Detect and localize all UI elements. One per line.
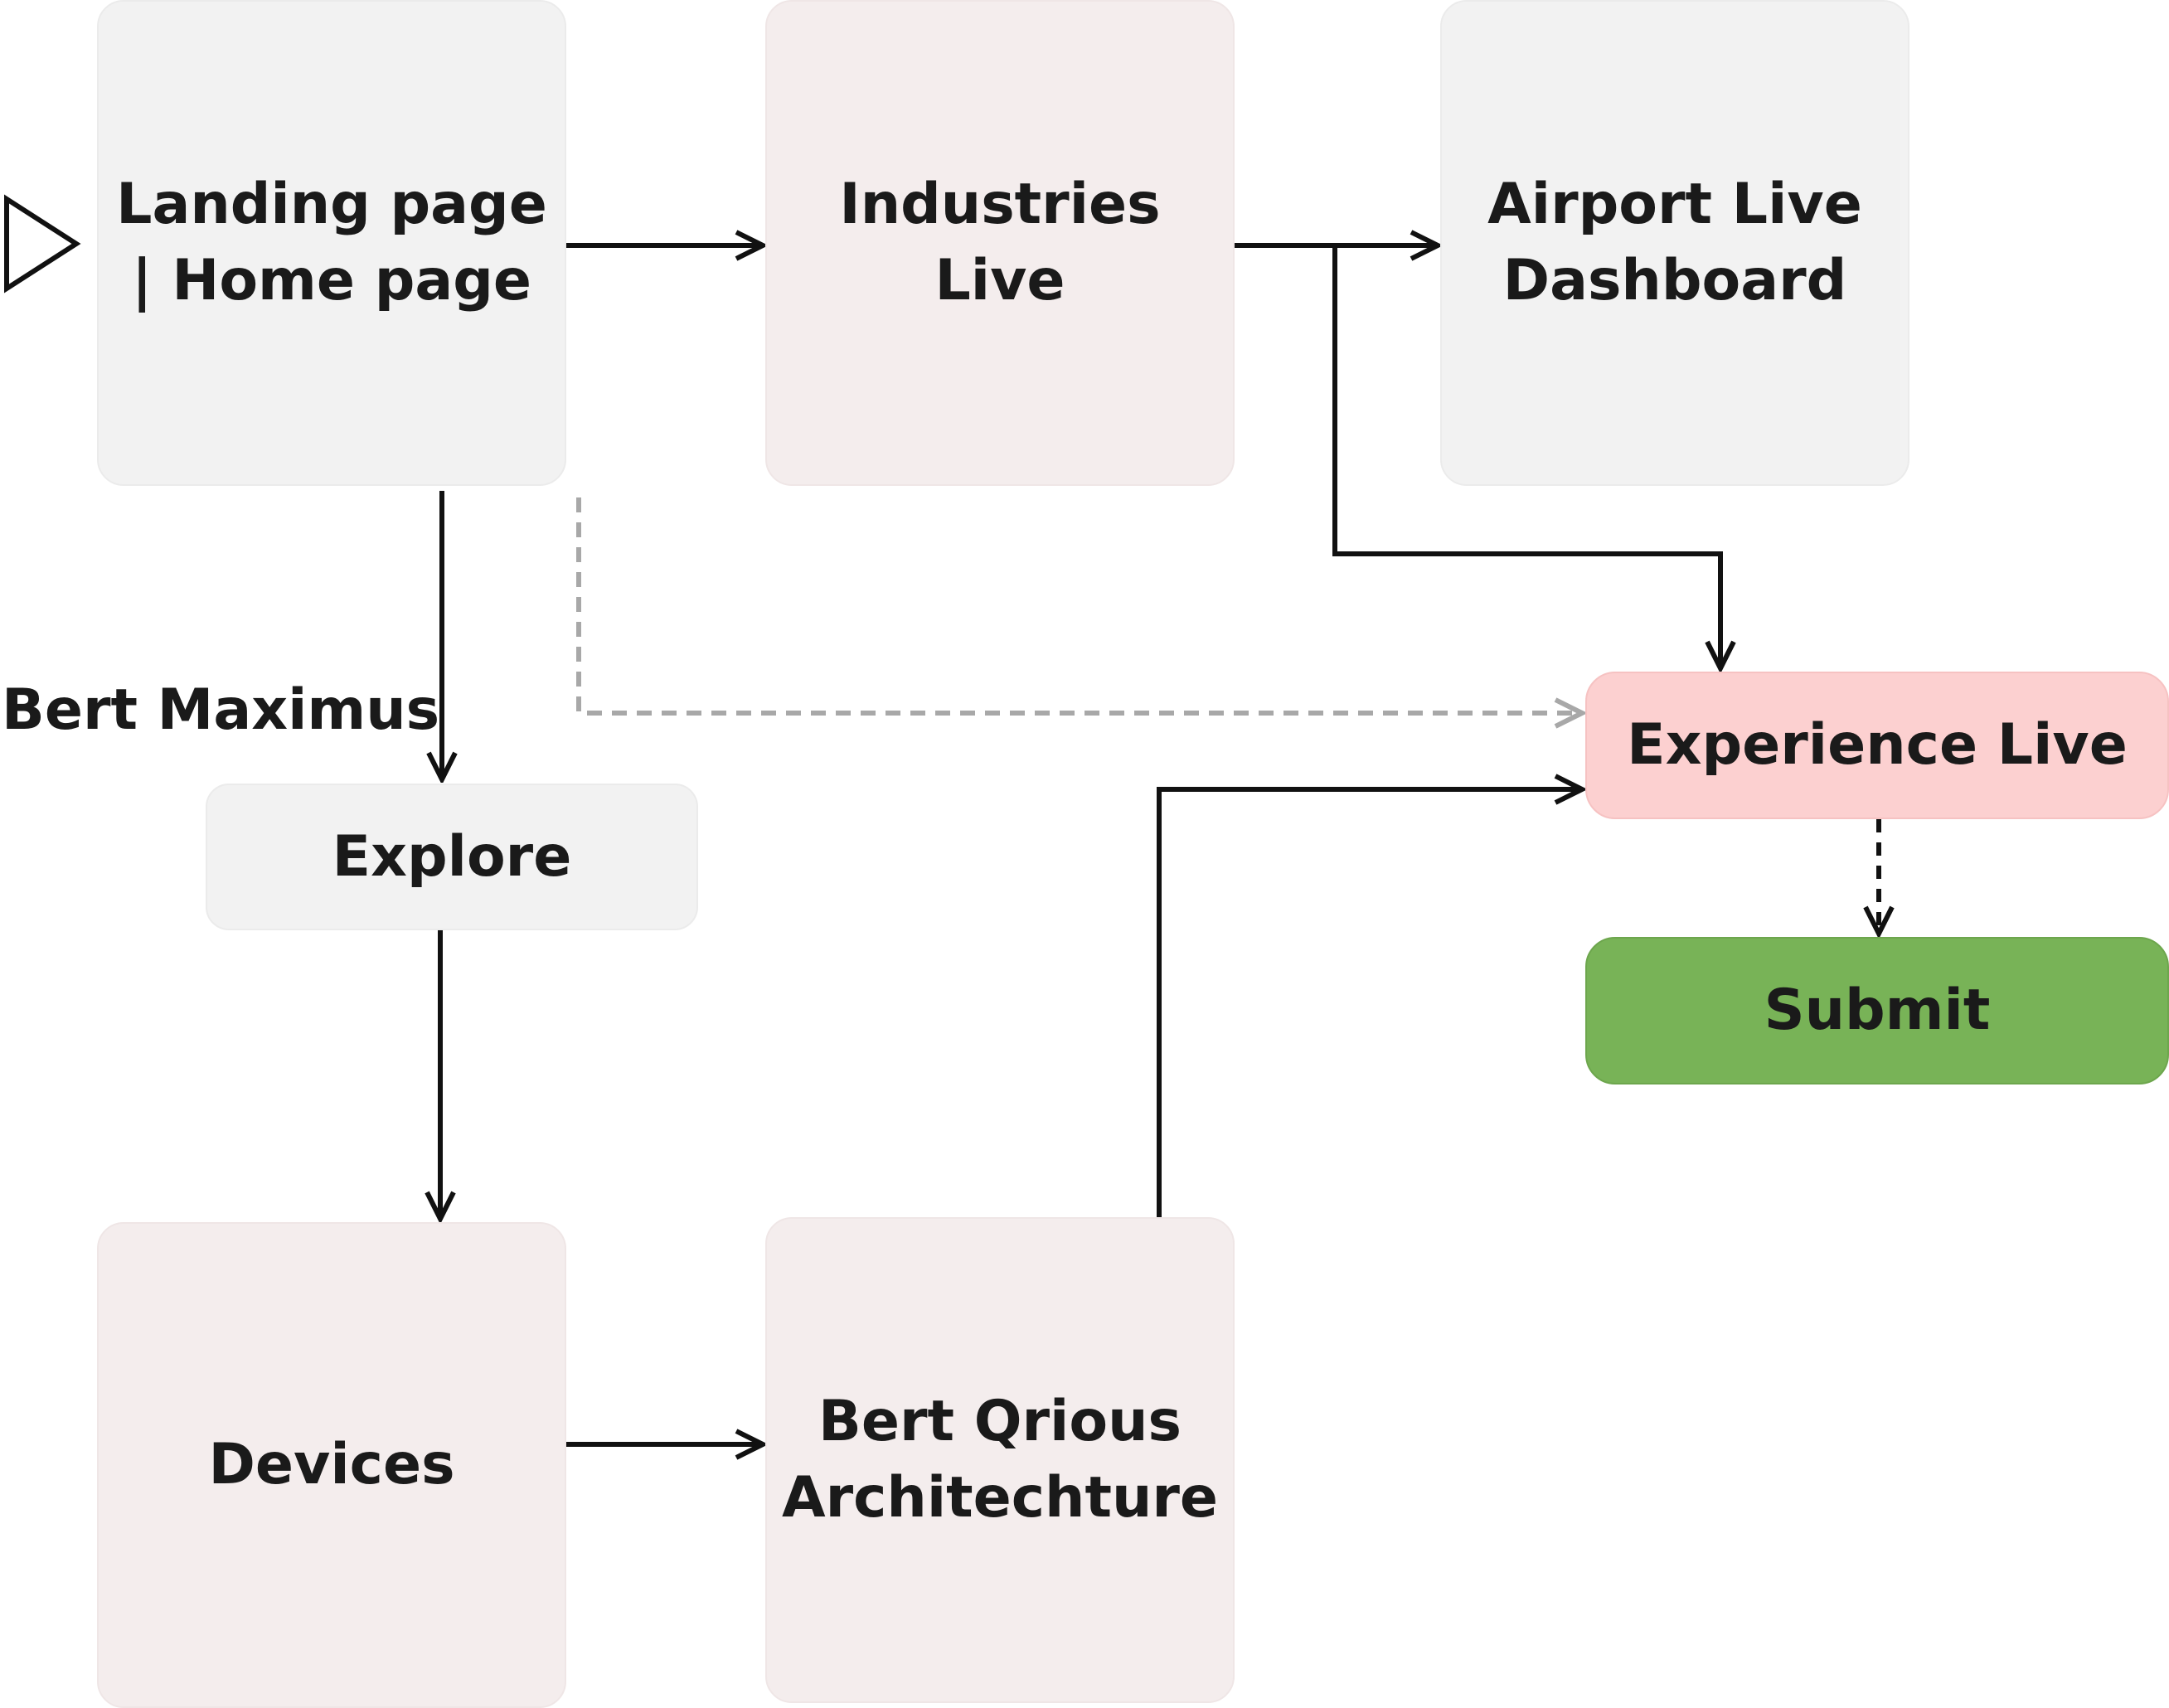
- node-airport-live-dashboard[interactable]: Airport Live Dashboard: [1440, 0, 1909, 486]
- edge-bert-qrious-to-experience: [1157, 789, 1582, 1217]
- node-landing-page[interactable]: Landing page | Home page: [97, 0, 566, 486]
- node-bert-qrious-architechture[interactable]: Bert Qrious Architechture: [765, 1217, 1235, 1703]
- node-experience-live[interactable]: Experience Live: [1585, 672, 2169, 819]
- edge-industries-to-experience: [1332, 245, 1720, 668]
- node-industries-live[interactable]: Industries Live: [765, 0, 1235, 486]
- edge-landing-to-experience-dashed: [576, 497, 1582, 713]
- node-devices[interactable]: Devices: [97, 1222, 566, 1708]
- submit-button[interactable]: Submit: [1585, 937, 2169, 1084]
- start-triangle-icon: [4, 194, 81, 294]
- edge-label-bert-maximus: Bert Maximus: [2, 677, 440, 743]
- node-explore[interactable]: Explore: [206, 784, 698, 930]
